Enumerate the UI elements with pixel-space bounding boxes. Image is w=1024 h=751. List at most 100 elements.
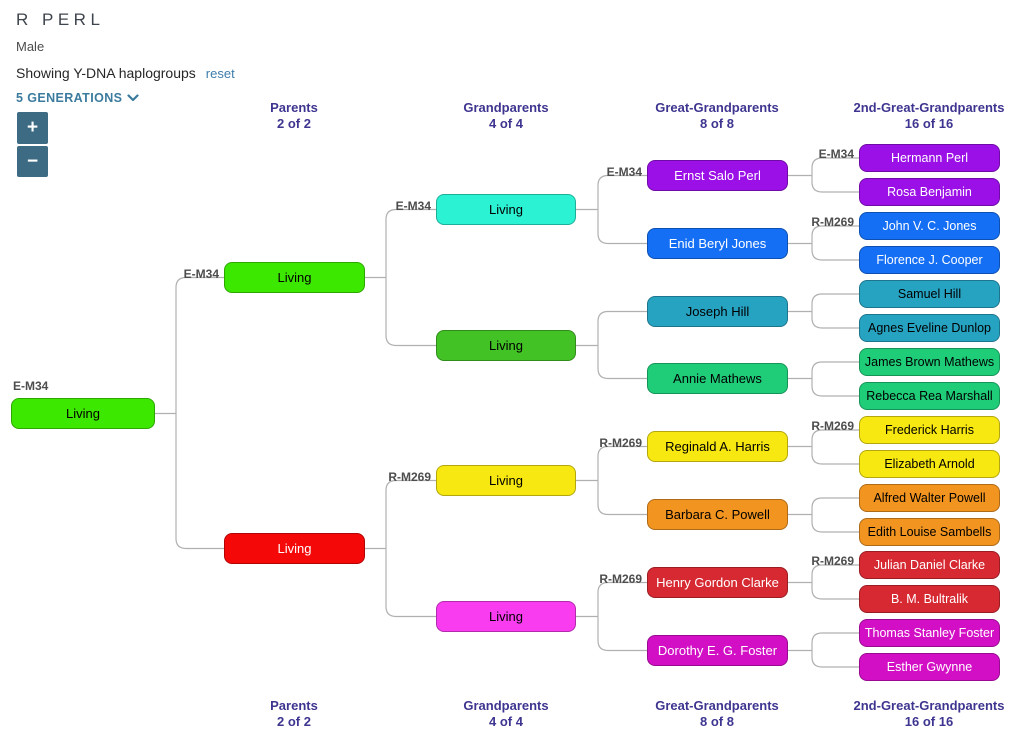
person-node-g2_14[interactable]: B. M. Bultralik (859, 585, 1000, 613)
person-node-ggp3[interactable]: Joseph Hill (647, 296, 788, 327)
person-name: Reginald A. Harris (665, 439, 770, 454)
showing-row: Showing Y-DNA haplogroups reset (16, 65, 235, 81)
person-node-g2_1[interactable]: Hermann Perl (859, 144, 1000, 172)
person-name: Julian Daniel Clarke (873, 558, 986, 572)
tree-connector (597, 310, 647, 380)
zoom-out-button[interactable]: − (17, 146, 48, 177)
person-name: Barbara C. Powell (665, 507, 770, 522)
person-name: Living (277, 541, 312, 556)
tree-connector (811, 429, 859, 465)
person-name: Annie Mathews (673, 371, 762, 386)
person-name: Esther Gwynne (886, 660, 973, 674)
person-node-father[interactable]: Living (224, 262, 365, 293)
person-node-ggp4[interactable]: Annie Mathews (647, 363, 788, 394)
person-name: Living (489, 609, 523, 624)
person-node-ggp1[interactable]: Ernst Salo Perl (647, 160, 788, 191)
person-name: Living (489, 338, 523, 353)
person-node-g2_3[interactable]: John V. C. Jones (859, 212, 1000, 240)
person-node-g2_9[interactable]: Frederick Harris (859, 416, 1000, 444)
haplogroup-label-g2_1: E-M34 (818, 147, 854, 161)
person-name: James Brown Mathews (864, 355, 995, 369)
person-name: Thomas Stanley Foster (864, 626, 995, 640)
person-node-pgm[interactable]: Living (436, 330, 576, 361)
page-header: R PERL Male Showing Y-DNA haplogroups res… (16, 10, 235, 105)
person-node-g2_15[interactable]: Thomas Stanley Foster (859, 619, 1000, 647)
zoom-controls: + − (17, 112, 48, 177)
person-name: Living (66, 406, 100, 421)
person-node-ggp2[interactable]: Enid Beryl Jones (647, 228, 788, 259)
person-node-ggp5[interactable]: Reginald A. Harris (647, 431, 788, 462)
tree-connector (811, 632, 859, 668)
person-node-g2_16[interactable]: Esther Gwynne (859, 653, 1000, 681)
person-name: John V. C. Jones (882, 219, 977, 233)
person-name: Enid Beryl Jones (668, 236, 767, 251)
page-title: R PERL (16, 10, 105, 29)
person-node-mgm[interactable]: Living (436, 601, 576, 632)
person-node-g2_6[interactable]: Agnes Eveline Dunlop (859, 314, 1000, 342)
haplogroup-label-ggp1: E-M34 (606, 165, 642, 179)
reset-link[interactable]: reset (205, 66, 235, 81)
column-count: 8 of 8 (700, 116, 734, 131)
person-name: Elizabeth Arnold (884, 457, 975, 471)
person-name: Hermann Perl (890, 151, 969, 165)
person-node-g2_10[interactable]: Elizabeth Arnold (859, 450, 1000, 478)
haplogroup-label-mgf: R-M269 (388, 470, 431, 484)
person-name: Dorothy E. G. Foster (657, 643, 778, 658)
column-count: 8 of 8 (700, 714, 734, 729)
tree-connector (597, 581, 647, 652)
person-sex-label: Male (16, 39, 45, 54)
person-name: Agnes Eveline Dunlop (868, 321, 991, 335)
tree-connector (811, 293, 859, 329)
column-count: 16 of 16 (904, 116, 954, 131)
person-node-ggp8[interactable]: Dorothy E. G. Foster (647, 635, 788, 666)
person-name: Samuel Hill (897, 287, 962, 301)
person-name: Joseph Hill (685, 304, 750, 319)
person-name: Rosa Benjamin (887, 185, 972, 199)
person-name: Edith Louise Sambells (867, 525, 992, 539)
haplogroup-label-father: E-M34 (183, 267, 219, 281)
person-node-ggp7[interactable]: Henry Gordon Clarke (647, 567, 788, 598)
person-name: Florence J. Cooper (876, 253, 983, 267)
person-node-g2_5[interactable]: Samuel Hill (859, 280, 1000, 308)
person-node-g2_12[interactable]: Edith Louise Sambells (859, 518, 1000, 546)
tree-connector (175, 276, 224, 550)
person-node-g2_2[interactable]: Rosa Benjamin (859, 178, 1000, 206)
haplogroup-label-g2_3: R-M269 (811, 215, 854, 229)
showing-haplogroups-label: Showing Y-DNA haplogroups (16, 65, 196, 81)
tree-connector (811, 361, 859, 397)
zoom-in-button[interactable]: + (17, 112, 48, 144)
person-name: Alfred Walter Powell (873, 491, 986, 505)
tree-connector (811, 225, 859, 261)
person-name: Ernst Salo Perl (674, 168, 761, 183)
person-node-ggp6[interactable]: Barbara C. Powell (647, 499, 788, 530)
person-node-g2_11[interactable]: Alfred Walter Powell (859, 484, 1000, 512)
person-name: Living (489, 202, 523, 217)
person-node-g2_8[interactable]: Rebecca Rea Marshall (859, 382, 1000, 410)
person-node-mgf[interactable]: Living (436, 465, 576, 496)
person-node-pgf[interactable]: Living (436, 194, 576, 225)
person-node-g2_4[interactable]: Florence J. Cooper (859, 246, 1000, 274)
person-name: Living (489, 473, 523, 488)
haplogroup-label-pgf: E-M34 (395, 199, 431, 213)
generations-dropdown[interactable]: 5 GENERATIONS (16, 91, 235, 105)
person-node-mother[interactable]: Living (224, 533, 365, 564)
haplogroup-label-root: E-M34 (13, 379, 49, 393)
person-node-g2_13[interactable]: Julian Daniel Clarke (859, 551, 1000, 579)
haplogroup-label-ggp5: R-M269 (599, 436, 642, 450)
person-node-g2_7[interactable]: James Brown Mathews (859, 348, 1000, 376)
chevron-down-icon (127, 94, 139, 102)
person-name: Frederick Harris (885, 423, 974, 437)
haplogroup-label-ggp7: R-M269 (599, 572, 642, 586)
generations-label: 5 GENERATIONS (16, 91, 123, 105)
person-node-root[interactable]: Living (11, 398, 155, 429)
tree-connector (811, 157, 859, 193)
